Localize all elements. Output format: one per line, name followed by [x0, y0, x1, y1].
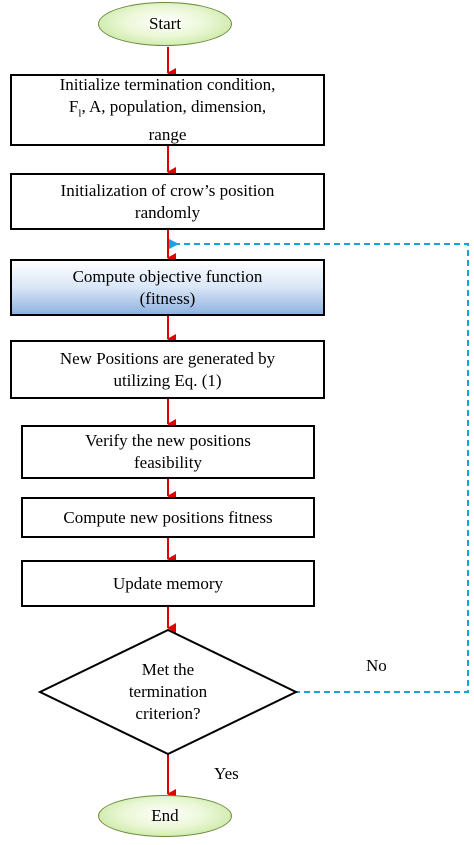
compute-objective-line2: (fitness): [139, 288, 196, 308]
update-memory-label: Update memory: [113, 573, 223, 593]
init-position-line2: randomly: [134, 202, 201, 222]
init-condition-box: Initialize termination condition, Fl, A,…: [10, 74, 325, 146]
init-condition-line2: Fl, A, population, dimension,: [68, 96, 267, 120]
verify-line1: Verify the new positions: [85, 431, 251, 450]
init-condition-line3: range: [148, 125, 187, 145]
start-terminal: Start: [98, 2, 232, 46]
verify-line2: feasibility: [134, 453, 202, 472]
start-label: Start: [148, 14, 182, 33]
compute-objective-box: Compute objective function (fitness): [10, 259, 325, 316]
decision-text: Met the termination criterion?: [88, 659, 248, 725]
decision-line1: Met the: [141, 660, 195, 679]
no-label: No: [366, 656, 387, 675]
decision-diamond: [37, 628, 299, 756]
new-positions-line2: utilizing Eq. (1): [113, 370, 222, 390]
new-positions-line1: New Positions are generated by: [59, 348, 276, 368]
compute-objective-line1: Compute objective function: [72, 266, 263, 286]
init-position-line1: Initialization of crow’s position: [60, 180, 275, 200]
new-positions-box: New Positions are generated by utilizing…: [10, 340, 325, 399]
compute-new-fitness-label: Compute new positions fitness: [63, 507, 273, 527]
decision-line2: termination: [128, 682, 208, 701]
verify-box: Verify the new positions feasibility: [21, 425, 315, 479]
end-label: End: [151, 806, 179, 825]
init-condition-line1: Initialize termination condition,: [59, 74, 276, 94]
decision-line3: criterion?: [135, 704, 201, 723]
yes-label: Yes: [214, 764, 239, 783]
init-position-box: Initialization of crow’s position random…: [10, 173, 325, 230]
update-memory-box: Update memory: [21, 560, 315, 607]
loop-no-arrow: [169, 239, 469, 693]
compute-new-fitness-box: Compute new positions fitness: [21, 497, 315, 538]
end-terminal: End: [98, 795, 232, 837]
